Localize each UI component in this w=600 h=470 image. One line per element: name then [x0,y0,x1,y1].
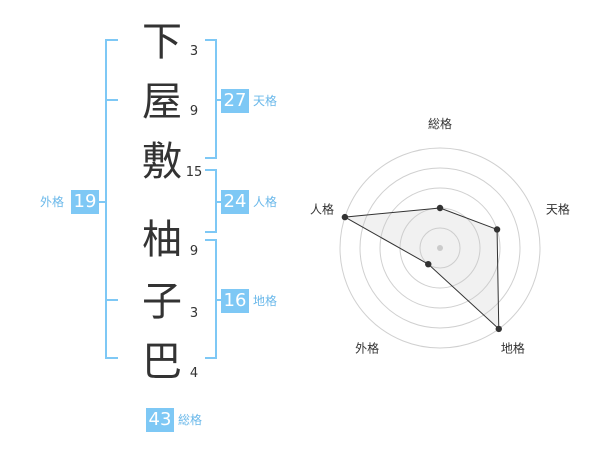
chikaku-value: 16 [221,289,249,313]
surname-strokes-1: 3 [189,44,199,59]
surname-strokes-2: 9 [189,104,199,119]
given-strokes-2: 3 [189,306,199,321]
radar-point-4 [425,260,432,268]
jinkaku-value: 24 [221,190,249,214]
radar-point-5 [341,213,349,221]
radar-center-dot [437,245,443,251]
radar-axis-label: 人格 [310,202,334,217]
surname-char-1: 下 [142,19,182,65]
radar-axis-label: 地格 [501,340,525,355]
given-char-3: 巴 [142,339,182,385]
given-strokes-1: 9 [189,244,199,259]
radar-ring [419,227,461,269]
radar-ring [379,187,501,309]
radar-series-polygon [343,207,500,331]
soukaku-label: 総格 [178,413,203,427]
radar-point-2 [493,226,501,233]
surname-strokes-3: 15 [185,165,203,180]
given-char-1: 柚 [142,217,182,263]
surname-char-2: 屋 [142,79,182,125]
radar-ring [359,167,521,329]
radar-point-1 [436,204,444,212]
radar-point-3 [495,325,502,333]
chikaku-label: 地格 [253,294,278,308]
jinkaku-label: 人格 [253,195,278,209]
radar-ring [339,147,541,349]
tenkaku-label: 天格 [253,94,278,108]
radar-axis-label: 外格 [355,340,379,355]
gaikaku-value: 19 [71,190,99,214]
surname-char-3: 敷 [142,139,182,185]
radar-axis-label: 総格 [428,116,452,131]
gaikaku-bracket [105,39,118,359]
tenkaku-value: 27 [221,89,249,113]
soukaku-value: 43 [146,408,174,432]
given-char-2: 子 [142,279,182,325]
radar-axis-label: 天格 [546,202,570,217]
gaikaku-label: 外格 [40,195,65,209]
given-strokes-3: 4 [189,366,199,381]
